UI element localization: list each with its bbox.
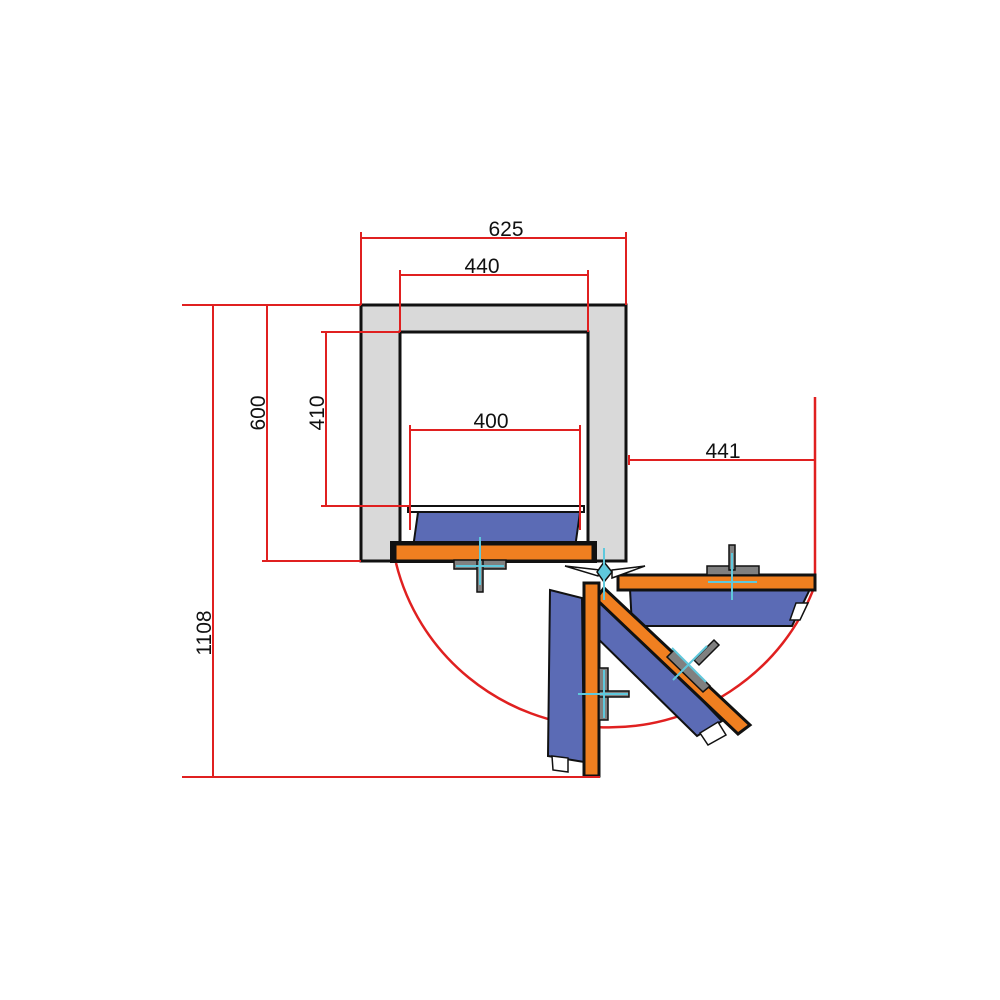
dimension-lines bbox=[182, 232, 815, 778]
dim-400-label: 400 bbox=[473, 410, 508, 433]
dim-1108-label: 1108 bbox=[193, 610, 216, 655]
open180-drawer-clip bbox=[551, 755, 569, 773]
open135-handle-stem bbox=[692, 638, 721, 667]
dim-440-label: 440 bbox=[464, 255, 499, 278]
closed-door-assembly bbox=[390, 505, 597, 593]
open90-drawer-body bbox=[628, 588, 812, 627]
open135-drawer-clip bbox=[698, 720, 728, 746]
dim-600-label: 600 bbox=[247, 395, 270, 430]
dim-441-label: 441 bbox=[705, 440, 740, 463]
door-open-180 bbox=[546, 581, 630, 778]
closed-drawer-rim bbox=[407, 505, 585, 513]
closed-drawer-body bbox=[412, 509, 582, 547]
dim-410-label: 410 bbox=[306, 395, 329, 430]
open90-drawer-clip bbox=[788, 602, 810, 621]
dimension-labels: 625 440 400 441 600 410 1108 bbox=[193, 218, 741, 656]
dim-625-label: 625 bbox=[488, 218, 523, 241]
hinge-leaf-right bbox=[611, 565, 646, 580]
open135-centerline-b bbox=[671, 647, 707, 683]
hinge bbox=[564, 548, 646, 600]
closed-door-panel bbox=[395, 544, 593, 561]
open180-drawer-body bbox=[546, 588, 586, 764]
hinge-leaf-left bbox=[564, 565, 602, 577]
open180-door-panel bbox=[582, 581, 601, 778]
open135-centerline-a bbox=[672, 645, 708, 681]
door-open-90 bbox=[616, 544, 817, 627]
